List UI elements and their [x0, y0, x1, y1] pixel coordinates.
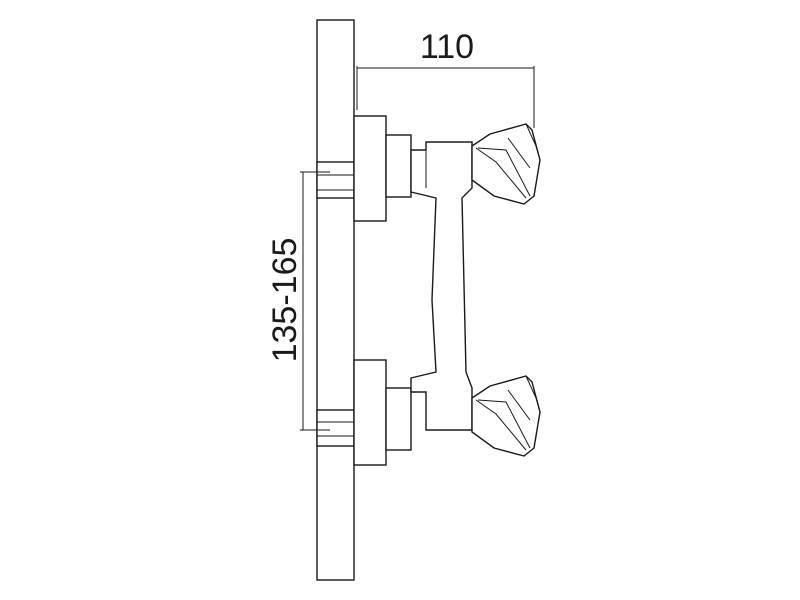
- center-distance-dimension: 135-165: [266, 171, 330, 431]
- projection-dimension: 110: [356, 28, 535, 128]
- projection-dimension-label: 110: [420, 28, 474, 66]
- bottom-handle: [471, 375, 541, 457]
- bottom-wall-fitting: [316, 359, 412, 466]
- wall-section: [316, 19, 355, 581]
- top-wall-fitting: [316, 115, 412, 222]
- center-distance-dimension-label: 135-165: [266, 238, 304, 363]
- mixer-body: [410, 141, 473, 431]
- top-handle: [471, 123, 541, 205]
